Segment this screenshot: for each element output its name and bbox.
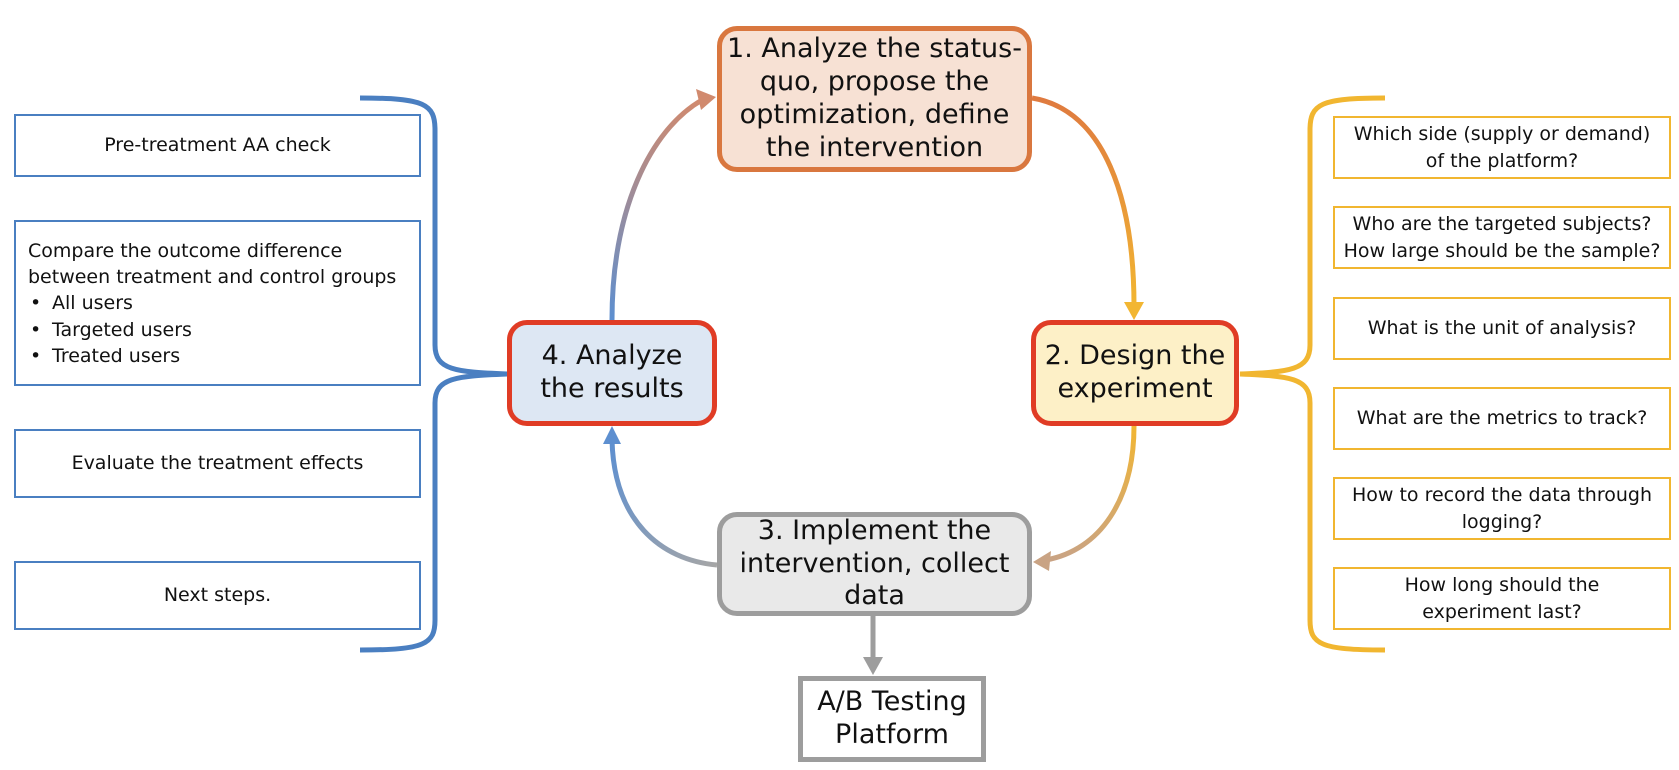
platform-line-1: A/B Testing [817, 686, 967, 718]
ab-testing-platform: A/B Testing Platform [798, 676, 986, 762]
design-question-metrics: What are the metrics to track? [1333, 387, 1671, 450]
design-question-subjects-line-2: How large should be the sample? [1343, 239, 1661, 262]
step3-line-2: intervention, collect [739, 547, 1010, 579]
step2-line-1: 2. Design the [1044, 340, 1226, 372]
step1-line-3: optimization, define [739, 99, 1010, 130]
analysis-compare-title-line-1: Compare the outcome difference [28, 240, 343, 262]
design-question-duration-line-2: experiment last? [1422, 600, 1582, 623]
step1-line-1: 1. Analyze the status- [727, 33, 1022, 65]
analysis-aa-check: Pre-treatment AA check [14, 114, 421, 177]
analysis-aa-check-label: Pre-treatment AA check [104, 134, 331, 157]
step1-line-2: quo, propose the [759, 66, 990, 98]
design-question-unit-line-1: What is the unit of analysis? [1367, 317, 1637, 340]
arrow-step3-to-step4 [609, 439, 718, 568]
platform-line-2: Platform [835, 719, 949, 750]
step-analyze-status-quo: 1. Analyze the status- quo, propose the … [717, 26, 1032, 172]
analysis-compare-title-line-2: between treatment and control groups [28, 266, 397, 289]
analysis-next-steps: Next steps. [14, 561, 421, 630]
step-design-experiment: 2. Design the experiment [1031, 320, 1239, 426]
arrowhead-platform [863, 657, 883, 675]
design-question-subjects-line-1: Who are the targeted subjects? [1352, 213, 1652, 236]
analysis-compare-list: All users Targeted users Treated users [28, 290, 407, 369]
arrowhead-step3 [1033, 551, 1051, 571]
design-question-side-line-2: of the platform? [1425, 149, 1579, 172]
list-item: All users [28, 290, 407, 316]
arrowhead-step2 [1124, 302, 1144, 320]
step3-line-3: data [844, 580, 905, 612]
design-question-logging-line-1: How to record the data through [1351, 484, 1653, 507]
arrowhead-step4 [603, 426, 621, 444]
list-item: Treated users [28, 343, 407, 369]
analysis-evaluate-label: Evaluate the treatment effects [71, 452, 364, 475]
analysis-next-steps-label: Next steps. [163, 584, 272, 607]
design-question-side: Which side (supply or demand) of the pla… [1333, 116, 1671, 179]
arrow-step2-to-step3 [1045, 425, 1137, 563]
design-question-side-line-1: Which side (supply or demand) [1353, 123, 1651, 146]
design-question-subjects: Who are the targeted subjects? How large… [1333, 206, 1671, 269]
analysis-evaluate-effects: Evaluate the treatment effects [14, 429, 421, 498]
analysis-compare-outcomes: Compare the outcome difference between t… [14, 220, 421, 386]
step-implement-intervention: 3. Implement the intervention, collect d… [717, 512, 1032, 616]
design-bracket [1239, 95, 1386, 653]
design-question-unit: What is the unit of analysis? [1333, 297, 1671, 360]
step2-line-2: experiment [1057, 373, 1213, 404]
design-question-logging-line-2: logging? [1461, 510, 1543, 533]
arrow-step4-to-step1 [609, 97, 704, 321]
step-analyze-results: 4. Analyze the results [507, 320, 717, 426]
step1-line-4: the intervention [765, 131, 984, 163]
list-item: Targeted users [28, 317, 407, 343]
design-question-metrics-line-1: What are the metrics to track? [1356, 407, 1648, 430]
design-question-logging: How to record the data through logging? [1333, 477, 1671, 540]
arrow-step1-to-step2 [1031, 95, 1137, 307]
design-question-duration: How long should the experiment last? [1333, 567, 1671, 630]
design-question-duration-line-1: How long should the [1404, 574, 1600, 597]
step4-line-1: 4. Analyze [541, 340, 683, 372]
step4-line-2: the results [540, 373, 684, 404]
arrowhead-step1 [696, 89, 716, 110]
step3-line-1: 3. Implement the [757, 514, 992, 546]
